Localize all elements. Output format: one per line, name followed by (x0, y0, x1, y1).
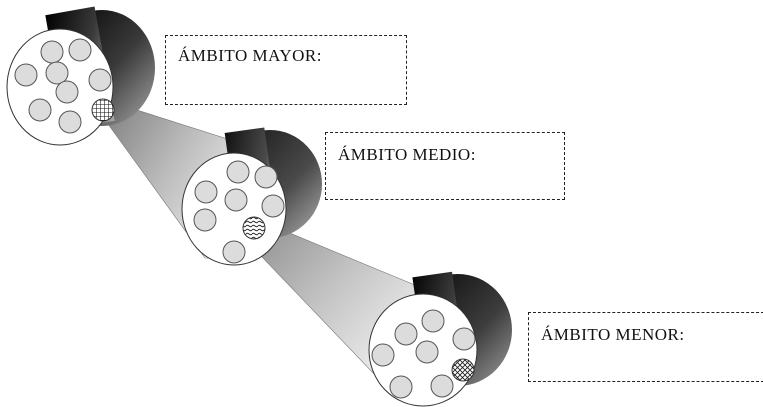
fiber-highlight-wavy (242, 216, 266, 240)
fiber-circle (88, 68, 112, 92)
fiber-circle (389, 375, 413, 399)
scope-label-mayor: ÁMBITO MAYOR: (178, 46, 322, 65)
cylinder-medio (181, 127, 322, 266)
fiber-circle (430, 374, 454, 398)
fiber-circle (254, 165, 278, 189)
fiber-highlight-crosshatch (451, 358, 475, 382)
fiber-circle (40, 40, 64, 64)
fiber-circle (14, 63, 38, 87)
fiber-circle (222, 240, 246, 264)
scope-label-menor: ÁMBITO MENOR: (541, 325, 685, 344)
scope-box-medio: ÁMBITO MEDIO: (325, 132, 565, 200)
fiber-circle (45, 61, 69, 85)
fiber-circle (394, 322, 418, 346)
fiber-circle (261, 194, 285, 218)
fiber-circle (415, 340, 439, 364)
fiber-circle (58, 110, 82, 134)
fiber-circle (68, 38, 92, 62)
fiber-circle (371, 343, 395, 367)
fiber-circle (193, 208, 217, 232)
scope-label-medio: ÁMBITO MEDIO: (338, 145, 476, 164)
fiber-circle (224, 188, 248, 212)
scope-box-mayor: ÁMBITO MAYOR: (165, 35, 407, 105)
cylinder-menor (368, 271, 512, 407)
fiber-highlight-grid (91, 98, 115, 122)
fiber-circle (194, 180, 218, 204)
cylinder-mayor (6, 6, 155, 146)
fiber-circle (55, 80, 79, 104)
fiber-circle (28, 98, 52, 122)
scope-box-menor: ÁMBITO MENOR: (528, 312, 763, 382)
fiber-circle (421, 309, 445, 333)
fiber-circle (226, 160, 250, 184)
fiber-circle (452, 327, 476, 351)
